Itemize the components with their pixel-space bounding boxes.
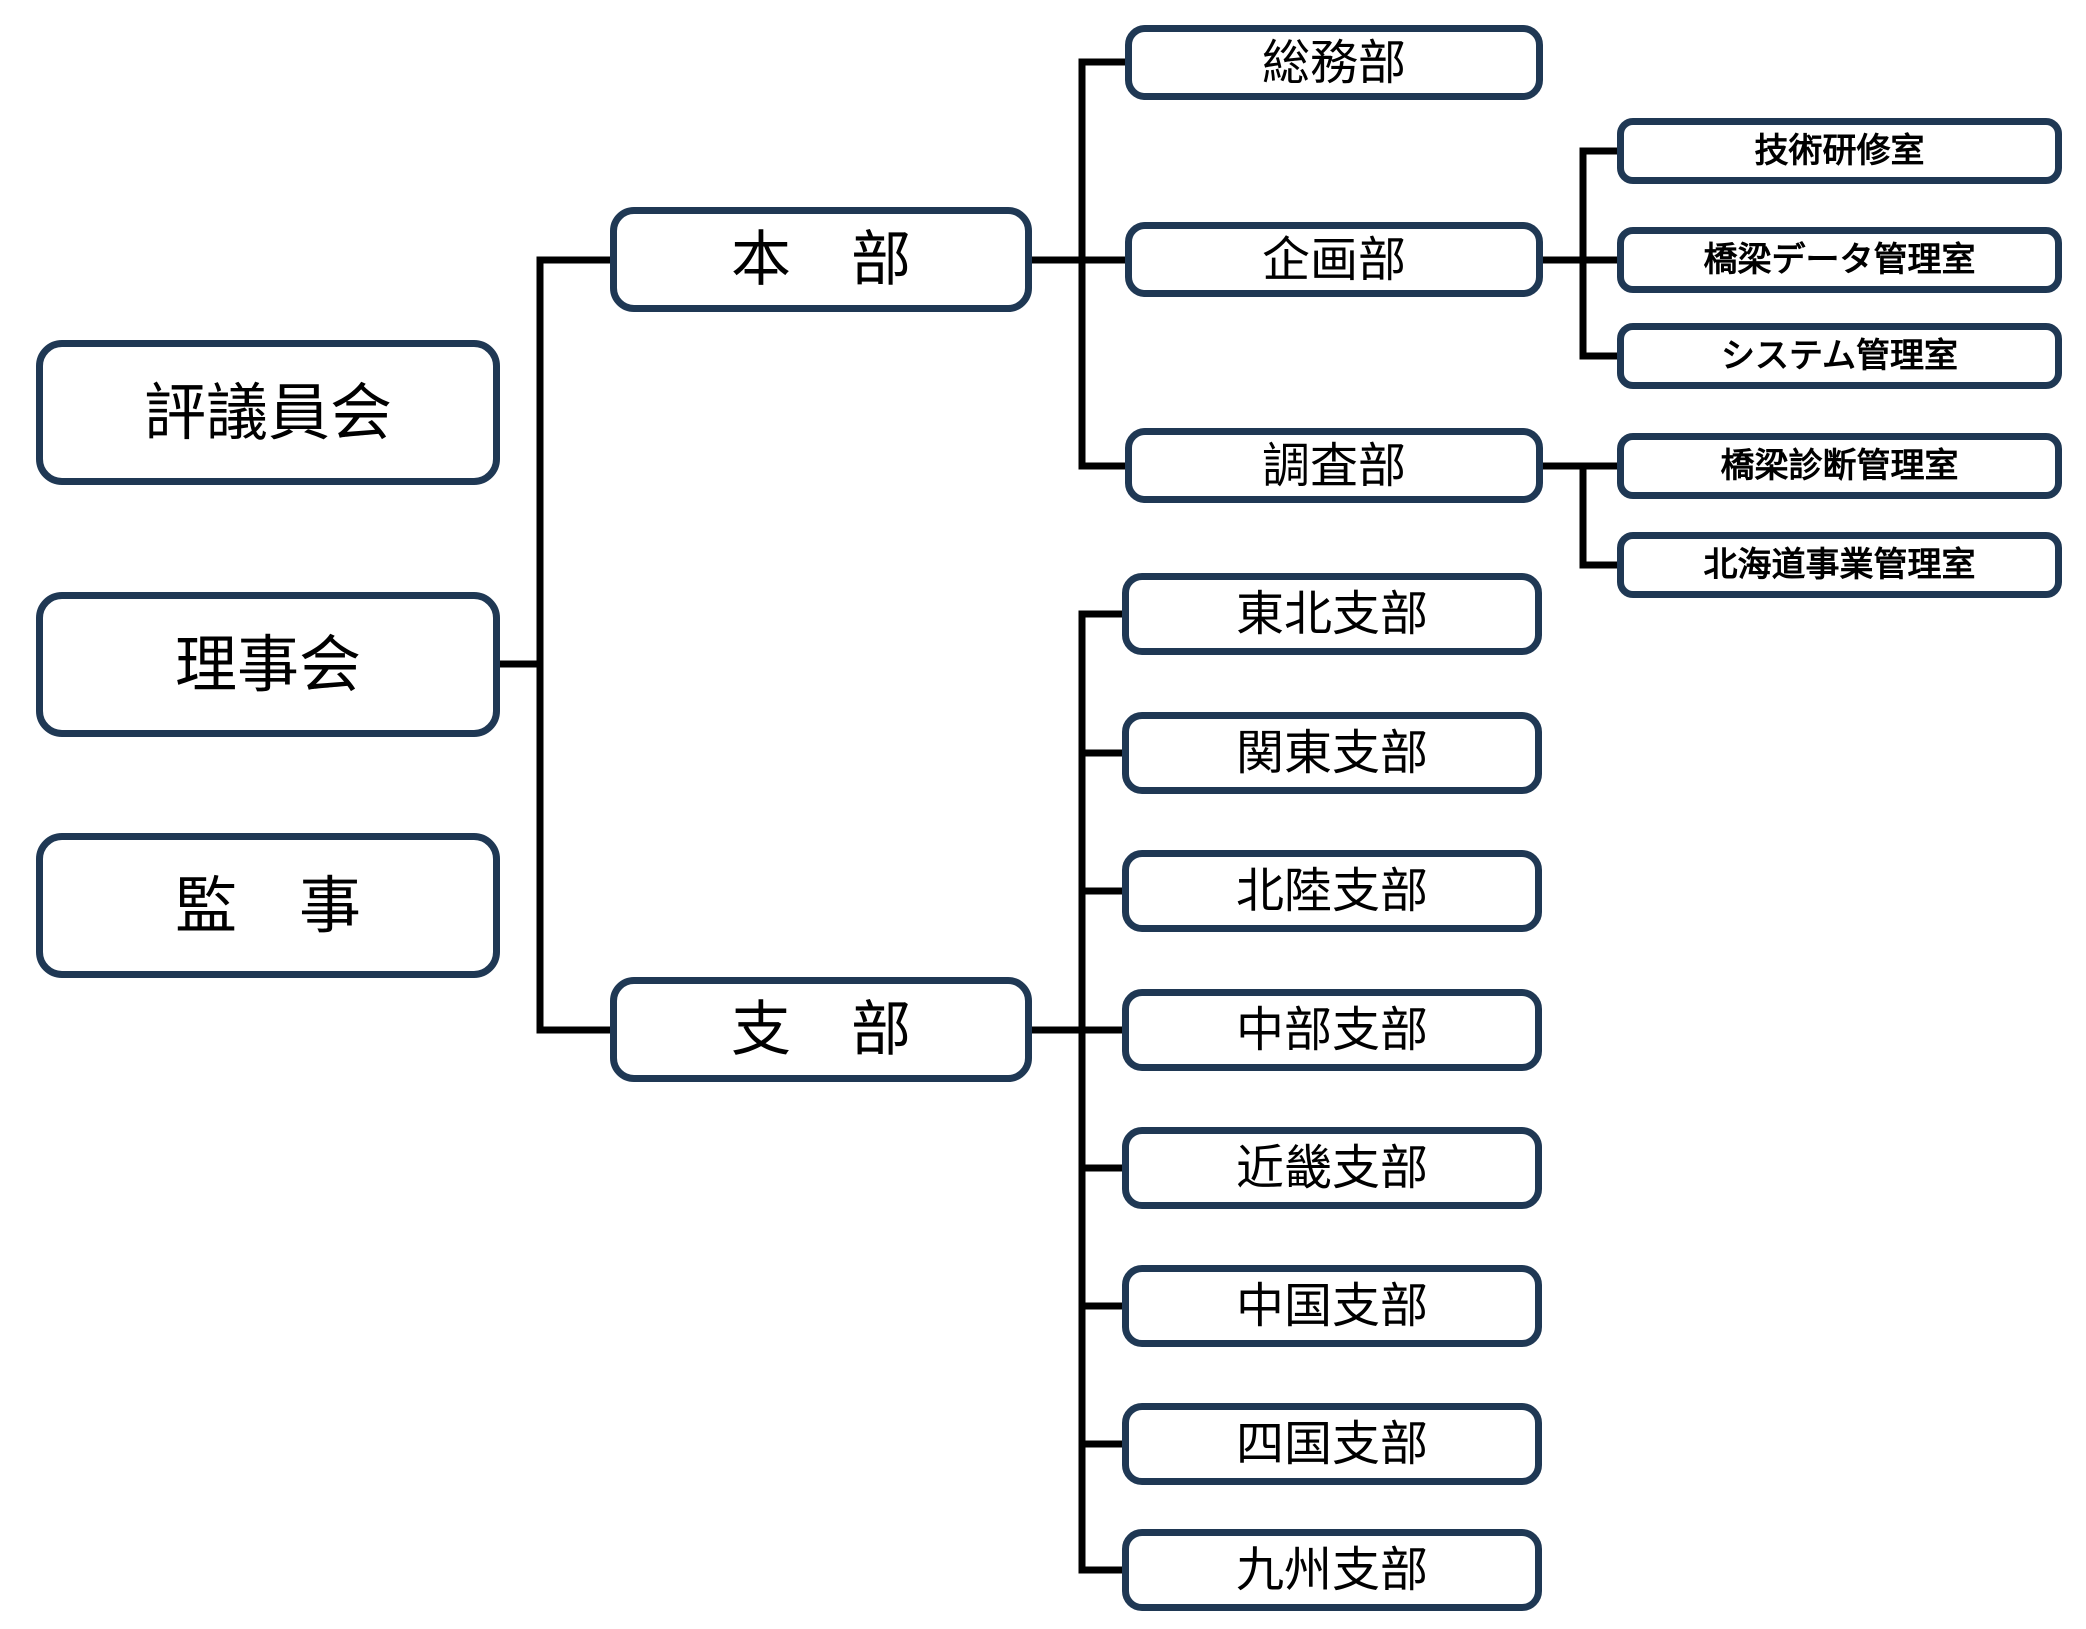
node-headquarters: 本 部	[610, 207, 1032, 312]
node-chubu-branch: 中部支部	[1122, 989, 1542, 1071]
node-technical-training-office: 技術研修室	[1617, 118, 2062, 184]
node-kyushu-branch: 九州支部	[1122, 1529, 1542, 1611]
node-kanto-branch: 関東支部	[1122, 712, 1542, 794]
node-auditors: 監 事	[36, 833, 500, 978]
node-shikoku-branch: 四国支部	[1122, 1403, 1542, 1485]
node-branch-division: 支 部	[610, 977, 1032, 1082]
node-board-of-directors: 理事会	[36, 592, 500, 737]
line-trunk-divisions	[536, 256, 610, 1034]
node-planning-dept: 企画部	[1125, 222, 1543, 297]
line-trunk-hq-departments	[1078, 58, 1125, 470]
node-general-affairs-dept: 総務部	[1125, 25, 1543, 100]
node-board-of-councilors: 評議員会	[36, 340, 500, 485]
node-system-management-office: システム管理室	[1617, 323, 2062, 389]
node-survey-dept: 調査部	[1125, 428, 1543, 503]
node-tohoku-branch: 東北支部	[1122, 573, 1542, 655]
node-bridge-diagnosis-management-office: 橋梁診断管理室	[1617, 433, 2062, 499]
line-trunk-branches	[1078, 610, 1122, 1574]
node-chugoku-branch: 中国支部	[1122, 1265, 1542, 1347]
line-trunk-planning-offices	[1579, 147, 1617, 360]
node-hokuriku-branch: 北陸支部	[1122, 850, 1542, 932]
node-hokkaido-business-management-office: 北海道事業管理室	[1617, 532, 2062, 598]
node-kinki-branch: 近畿支部	[1122, 1127, 1542, 1209]
node-bridge-data-management-office: 橋梁データ管理室	[1617, 227, 2062, 293]
line-trunk-survey-offices	[1579, 466, 1617, 569]
